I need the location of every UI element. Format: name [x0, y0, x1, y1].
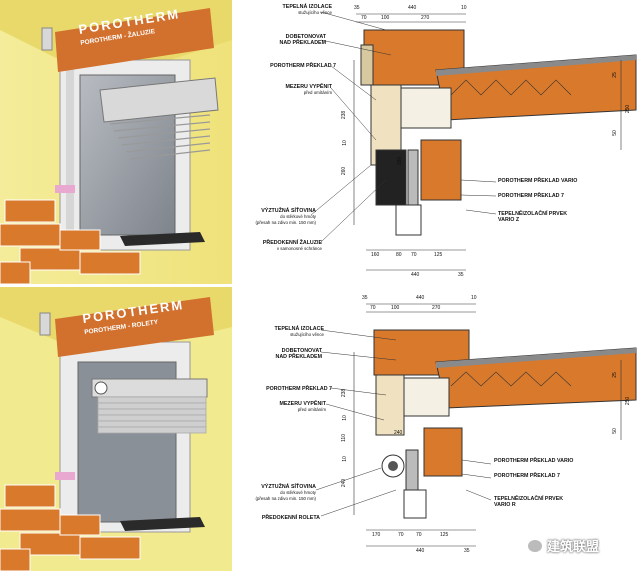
dim-bottom-1: 80	[396, 252, 402, 258]
dim-bottom-3-b: 125	[440, 532, 449, 538]
label-preklad7-right-b: POROTHERM PŘEKLAD 7	[494, 473, 560, 479]
dim-top-2: 10	[461, 5, 467, 11]
dim-bottom-4-b: 440	[416, 548, 425, 554]
dim-top-5-b: 270	[432, 305, 441, 311]
zaluzie-illustration	[0, 0, 232, 284]
dim-right-0-b: 25	[611, 372, 618, 378]
dim-right-1: 250	[625, 104, 632, 114]
dim-top-4: 100	[381, 15, 390, 21]
label-predokenni-b: PŘEDOKENNÍ ROLETA	[261, 515, 320, 521]
dim-bottom-2: 70	[411, 252, 417, 258]
label-mezeru-b: MEZERU VYPĚNIT před omítáním	[279, 401, 326, 412]
label-mezeru: MEZERU VYPĚNIT před omítáním	[285, 84, 332, 95]
dim-top-3-b: 70	[370, 305, 376, 311]
label-preklad-vario-b: POROTHERM PŘEKLAD VARIO	[494, 458, 574, 464]
dim-right-1-b: 250	[625, 396, 632, 406]
dim-top-4-b: 100	[391, 305, 400, 311]
label-prvek: TEPELNĚIZOLAČNÍ PRVEK VARIO Z	[498, 211, 568, 223]
dim-top-1: 440	[408, 5, 417, 11]
dim-left-3-b: 10	[341, 456, 348, 462]
dim-mid-0-b: 240	[394, 430, 403, 436]
label-vyztuzna-b: VÝZTUŽNÁ SÍŤOVINA do stěrkové hmoty (pře…	[255, 484, 316, 501]
label-preklad-vario: POROTHERM PŘEKLAD VARIO	[498, 178, 578, 184]
dim-bottom-1-b: 70	[398, 532, 404, 538]
label-preklad7-right: POROTHERM PŘEKLAD 7	[498, 193, 564, 199]
label-dobetonovat: DOBETONOVAT NAD PŘEKLADEM	[279, 34, 327, 46]
label-tepelna-izolace-b: TEPELNÁ IZOLACE stužujícího věnce	[274, 326, 324, 337]
rolety-illustration	[0, 287, 232, 571]
label-preklad7-b: POROTHERM PŘEKLAD 7	[266, 386, 332, 392]
dim-left-1-b: 10	[341, 415, 348, 421]
dim-mid-0: 390	[397, 156, 404, 166]
dim-bottom-3: 125	[434, 252, 443, 258]
dim-bottom-0-b: 170	[372, 532, 381, 538]
label-dobetonovat-b: DOBETONOVAT NAD PŘEKLADEM	[275, 348, 323, 360]
label-vyztuzna: VÝZTUŽNÁ SÍŤOVINA do stěrkové hmoty (pře…	[255, 208, 316, 225]
label-tepelna-izolace: TEPELNÁ IZOLACE stužujícího věnce	[282, 4, 332, 15]
section-drawing-rolety: TEPELNÁ IZOLACE stužujícího věnce DOBETO…	[236, 290, 640, 571]
label-preklad7: POROTHERM PŘEKLAD 7	[270, 63, 336, 69]
dim-top-3: 70	[361, 15, 367, 21]
dim-bottom-5: 35	[458, 272, 464, 278]
dim-bottom-2-b: 70	[416, 532, 422, 538]
dim-right-2: 50	[611, 130, 618, 136]
dim-top-0-b: 35	[362, 295, 368, 301]
dim-bottom-0: 160	[371, 252, 380, 258]
dim-bottom-4: 440	[411, 272, 420, 278]
watermark: 建筑联盟	[528, 536, 599, 555]
section-drawing-zaluzie: TEPELNÁ IZOLACE stužujícího věnce DOBETO…	[236, 0, 640, 284]
photo-zaluzie: POROTHERM POROTHERM - ŽALUZIE	[0, 0, 232, 284]
dim-bottom-5-b: 35	[464, 548, 470, 554]
label-predokenni: PŘEDOKENNÍ ŽALUZIE v samonosné schránce	[262, 240, 322, 251]
dim-top-2-b: 10	[471, 295, 477, 301]
dim-left-0-b: 238	[341, 388, 348, 398]
label-prvek-b: TEPELNĚIZOLAČNÍ PRVEK VARIO R	[494, 496, 564, 508]
dim-right-0: 25	[611, 72, 618, 78]
section-lines-top	[310, 11, 637, 271]
dim-top-5: 270	[421, 15, 430, 21]
dim-right-2-b: 50	[611, 428, 618, 434]
dim-left-4-b: 240	[341, 478, 348, 488]
wechat-icon	[528, 539, 542, 552]
dim-top-0: 35	[354, 5, 360, 11]
dim-top-1-b: 440	[416, 295, 425, 301]
dim-left-2: 260	[341, 166, 348, 176]
dim-left-0: 238	[341, 110, 348, 120]
dim-left-2-b: 110	[340, 434, 347, 442]
photo-rolety: POROTHERM POROTHERM - ROLETY	[0, 287, 232, 571]
dim-left-1: 10	[341, 140, 348, 146]
section-lines-bottom	[315, 303, 637, 547]
